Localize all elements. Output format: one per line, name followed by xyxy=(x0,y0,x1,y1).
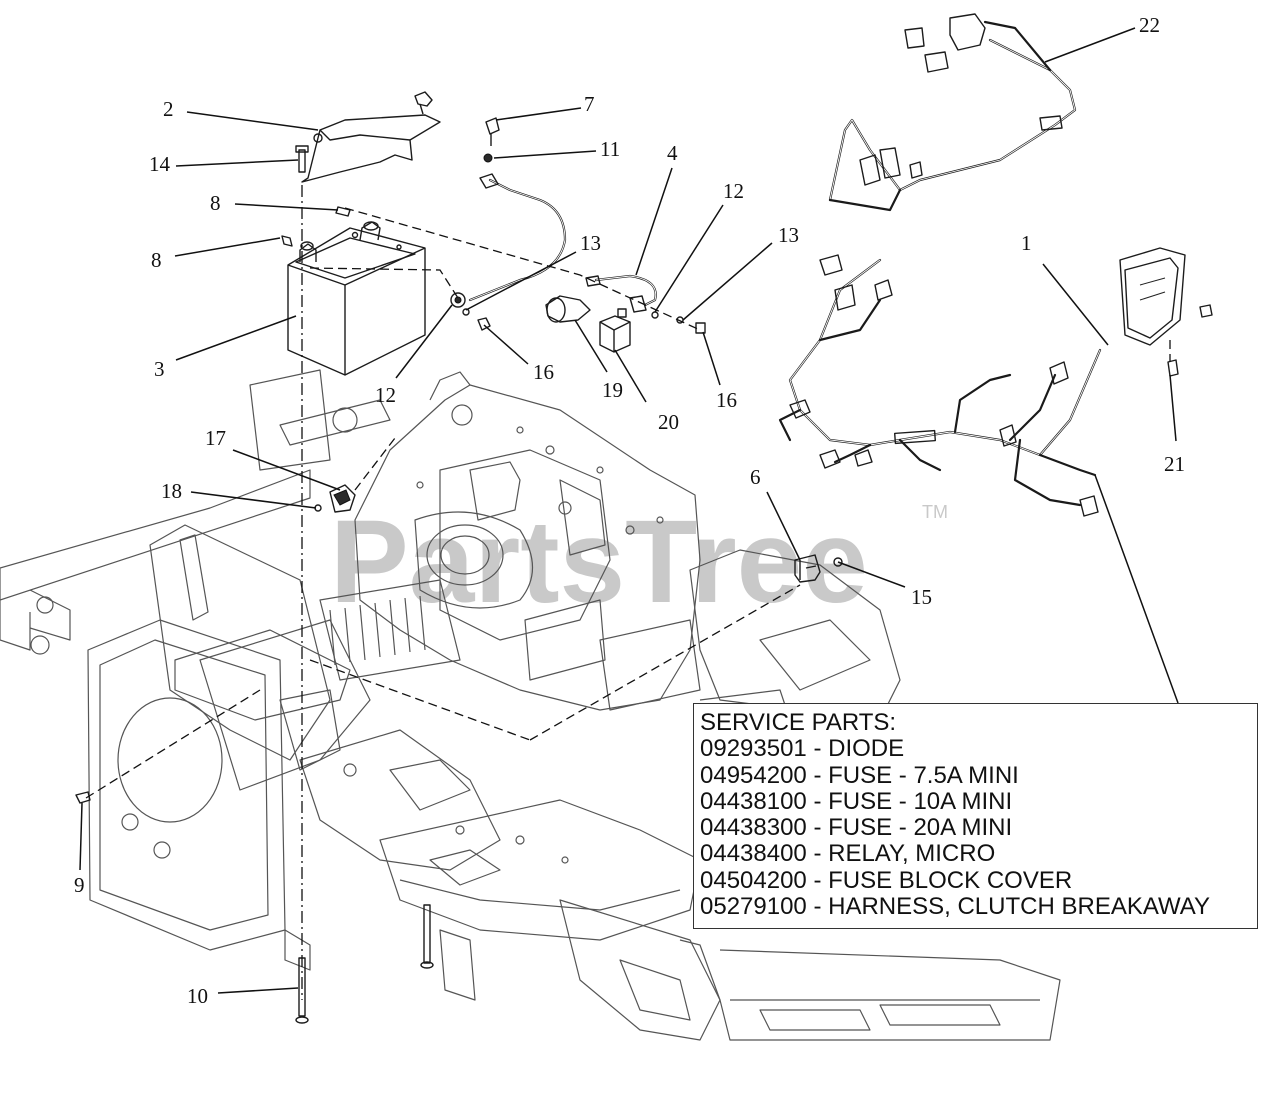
nut-16a xyxy=(477,317,491,331)
callout-21: 21 xyxy=(1164,452,1185,476)
callout-19: 19 xyxy=(602,378,623,402)
callout-2: 2 xyxy=(163,97,174,121)
callout-22: 22 xyxy=(1139,13,1160,37)
callout-12a: 12 xyxy=(723,179,744,203)
screw-9 xyxy=(75,791,91,804)
washer-13 xyxy=(462,308,470,316)
service-part-item: 09293501 - DIODE xyxy=(700,735,905,763)
battery-cable-negative xyxy=(468,117,567,302)
callout-4: 4 xyxy=(667,141,678,165)
nut-15 xyxy=(833,557,843,567)
bracket-6 xyxy=(794,554,821,583)
callout-8b: 8 xyxy=(151,248,162,272)
callout-numbers: 22 7 2 11 14 4 12 8 13 13 1 8 3 12 16 19… xyxy=(74,13,1185,1008)
watermark-trademark: TM xyxy=(922,502,948,522)
callout-8a: 8 xyxy=(210,191,221,215)
connector-17 xyxy=(329,484,356,513)
callout-12b: 12 xyxy=(375,383,396,407)
service-part-item: 04438100 - FUSE - 10A MINI xyxy=(700,787,1013,815)
leader-lines xyxy=(79,27,1179,994)
callout-13b: 13 xyxy=(580,231,601,255)
callout-10: 10 xyxy=(187,984,208,1008)
service-part-item: 04504200 - FUSE BLOCK COVER xyxy=(700,866,1073,894)
battery-cable-positive xyxy=(585,274,706,334)
battery xyxy=(287,221,426,376)
callout-1: 1 xyxy=(1021,231,1032,255)
solenoid-20 xyxy=(599,308,631,353)
bolt-14 xyxy=(295,145,309,173)
service-part-item: 04954200 - FUSE - 7.5A MINI xyxy=(700,761,1019,789)
callout-16b: 16 xyxy=(716,388,737,412)
service-part-item: 05279100 - HARNESS, CLUTCH BREAKAWAY xyxy=(700,893,1210,921)
clutch-breakaway-harness xyxy=(828,13,1077,212)
watermark: PartsTree xyxy=(330,496,868,628)
callout-17: 17 xyxy=(205,426,226,450)
chassis-frame xyxy=(0,369,1061,1041)
main-wiring-harness xyxy=(778,247,1213,517)
service-parts-box: SERVICE PARTS: 09293501 - DIODE 04954200… xyxy=(693,703,1258,929)
callout-6: 6 xyxy=(750,465,761,489)
cable-lug xyxy=(450,292,466,308)
callout-11: 11 xyxy=(600,137,620,161)
screw-8b xyxy=(335,206,351,217)
service-part-item: 04438300 - FUSE - 20A MINI xyxy=(700,814,1013,842)
service-parts-heading: SERVICE PARTS: xyxy=(700,709,897,736)
callout-7: 7 xyxy=(584,92,595,116)
callout-18: 18 xyxy=(161,479,182,503)
callout-14: 14 xyxy=(149,152,171,176)
battery-bracket xyxy=(301,114,441,183)
screw-8a xyxy=(281,235,293,247)
callout-3: 3 xyxy=(154,357,165,381)
callout-20: 20 xyxy=(658,410,679,434)
callout-9: 9 xyxy=(74,873,85,897)
callout-13a: 13 xyxy=(778,223,799,247)
solenoid-cover-19 xyxy=(545,295,591,323)
bolt-long xyxy=(420,904,434,969)
bolt-10 xyxy=(295,957,309,1024)
service-part-item: 04438400 - RELAY, MICRO xyxy=(700,840,996,868)
callout-16a: 16 xyxy=(533,360,554,384)
wing-nut xyxy=(414,91,433,115)
callout-15: 15 xyxy=(911,585,932,609)
assembly-lines xyxy=(85,185,1171,1000)
